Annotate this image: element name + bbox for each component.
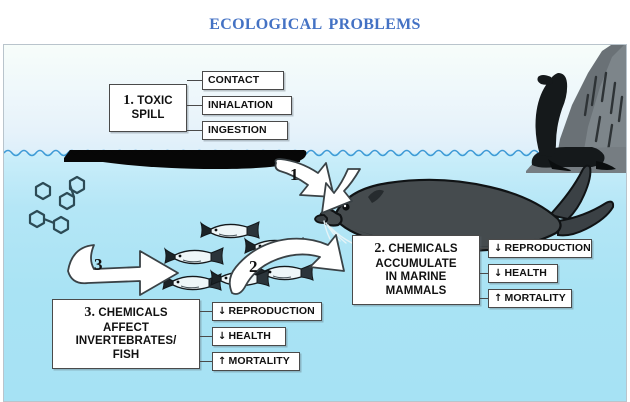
box-chemicals-accumulate-marine-mammals[interactable]: 2. CHEMICALS ACCUMULATE IN MARINE MAMMAL…: [352, 235, 480, 305]
connector-1-1: [187, 105, 202, 106]
box-1-title-line-1: SPILL: [131, 109, 165, 122]
effect-contact-label: CONTACT: [208, 74, 260, 87]
arrow-2-fish-to-mammal: [228, 234, 345, 295]
swimming-seal: [314, 164, 615, 266]
fish-effect-mortality-label: MORTALITY: [228, 355, 290, 368]
mammal-effect-mortality-label: MORTALITY: [504, 292, 566, 305]
connector-1-0: [187, 80, 202, 81]
connector-1-2: [187, 130, 202, 131]
connector-2-2: [480, 298, 488, 299]
effect-contact[interactable]: CONTACT: [202, 71, 284, 90]
box-2-title-line-1: ACCUMULATE: [375, 257, 457, 270]
trend-down-icon: ↓: [494, 267, 503, 279]
trend-down-icon: ↓: [218, 330, 227, 342]
fish-effect-reproduction[interactable]: ↓ REPRODUCTION: [212, 302, 322, 321]
mammal-effect-health[interactable]: ↓ HEALTH: [488, 264, 558, 283]
connector-2-0: [480, 248, 488, 249]
box-2-number: 2.: [374, 241, 386, 257]
toxic-chemical-molecules: [28, 175, 86, 235]
arrow-3-label: 3: [94, 255, 103, 274]
oil-slick: [64, 150, 307, 169]
mammal-effect-reproduction-label: REPRODUCTION: [504, 242, 591, 255]
fish-effect-reproduction-label: REPRODUCTION: [228, 305, 315, 318]
box-2-title-line-3: MAMMALS: [385, 285, 447, 298]
fish-effect-mortality[interactable]: ↑ MORTALITY: [212, 352, 300, 371]
sky-background: [4, 45, 626, 153]
connector-2-1: [480, 273, 488, 274]
box-chemicals-affect-invertebrates-fish[interactable]: 3. CHEMICALS AFFECT INVERTEBRATES/ FISH: [52, 299, 200, 369]
title-bar: Ecological Problems: [0, 0, 630, 44]
box-1-title-line-0: TOXIC: [137, 94, 173, 107]
connector-3-1: [200, 336, 212, 337]
box-1-number: 1.: [123, 92, 134, 108]
fish-effect-health[interactable]: ↓ HEALTH: [212, 327, 286, 346]
box-toxic-spill[interactable]: 1. TOXIC SPILL: [109, 84, 187, 132]
arrow-2-label: 2: [249, 257, 258, 276]
mammal-effect-mortality[interactable]: ↑ MORTALITY: [488, 289, 572, 308]
trend-down-icon: ↓: [494, 242, 503, 254]
page-title: Ecological Problems: [209, 9, 421, 34]
diagram-figure: 1 2 3 1. TOXIC SPILL CONTACT INHALATION …: [3, 44, 627, 402]
effect-inhalation-label: INHALATION: [208, 99, 273, 112]
mammal-effect-reproduction[interactable]: ↓ REPRODUCTION: [488, 239, 592, 258]
mammal-effect-health-label: HEALTH: [504, 267, 547, 280]
arrow-1-spill-to-mammal: [274, 158, 361, 214]
box-3-title-line-1: AFFECT: [103, 321, 149, 334]
connector-3-2: [200, 361, 212, 362]
rock-outcrop-with-sea-lion: [526, 45, 626, 173]
box-3-title-line-2: INVERTEBRATES/: [75, 335, 177, 348]
box-3-title-line-3: FISH: [112, 349, 140, 362]
effect-ingestion-label: INGESTION: [208, 124, 267, 137]
trend-up-icon: ↑: [494, 292, 503, 304]
effect-ingestion[interactable]: INGESTION: [202, 121, 288, 140]
arrow-3-chemicals-to-fish: [67, 244, 179, 296]
trend-down-icon: ↓: [218, 305, 227, 317]
box-2-title-line-2: IN MARINE: [385, 271, 447, 284]
arrow-1-label: 1: [290, 165, 299, 184]
box-2-title-line-0: CHEMICALS: [388, 243, 458, 256]
connector-3-0: [200, 311, 212, 312]
effect-inhalation[interactable]: INHALATION: [202, 96, 292, 115]
box-3-title-line-0: CHEMICALS: [98, 307, 168, 320]
trend-up-icon: ↑: [218, 355, 227, 367]
fish-effect-health-label: HEALTH: [228, 330, 271, 343]
box-3-number: 3.: [84, 305, 96, 321]
